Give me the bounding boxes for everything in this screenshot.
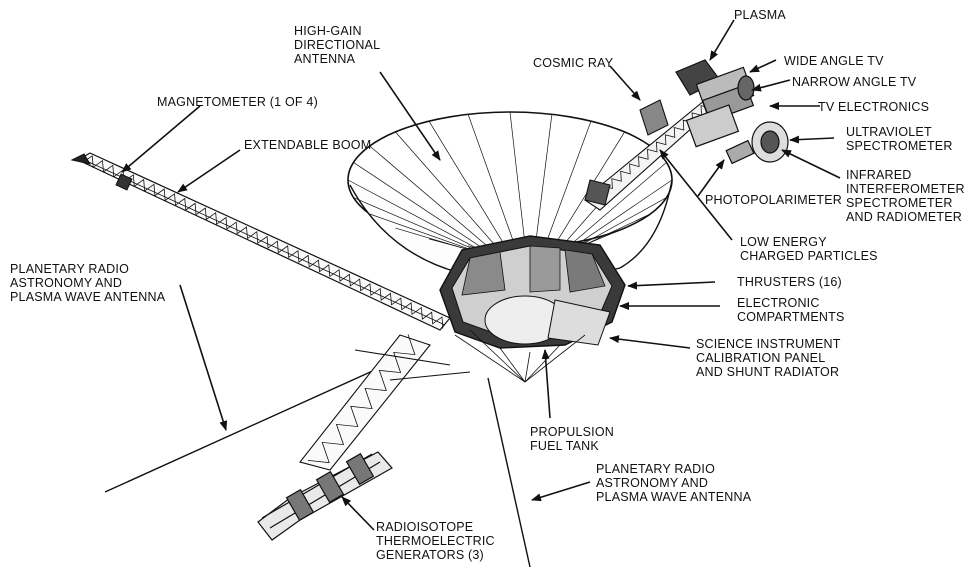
label-line: PLANETARY RADIO [596, 462, 716, 476]
label-line: SCIENCE INSTRUMENT [696, 337, 841, 351]
label-line: RADIOISOTOPE [376, 520, 474, 534]
instrument-cluster [675, 59, 789, 165]
label-line: GENERATORS (3) [376, 548, 484, 562]
label-line: THRUSTERS (16) [737, 275, 842, 289]
label-line: WIDE ANGLE TV [784, 54, 884, 68]
label-line: INTERFEROMETER [846, 182, 965, 196]
label-line: COMPARTMENTS [737, 310, 845, 324]
label-line: SPECTROMETER [846, 139, 953, 153]
label-line: COSMIC RAY [533, 56, 614, 70]
label-narrow-angle-tv: NARROW ANGLE TV [792, 75, 916, 89]
label-line: NARROW ANGLE TV [792, 75, 917, 89]
label-line: CALIBRATION PANEL [696, 351, 826, 365]
radio-antenna-bottom-element [487, 377, 531, 567]
spacecraft-bus [439, 235, 626, 383]
label-line: EXTENDABLE BOOM [244, 138, 372, 152]
label-line: PLANETARY RADIO [10, 262, 130, 276]
magnetometer-boom [70, 152, 451, 331]
rtg-boom [299, 334, 471, 471]
label-line: AND RADIOMETER [846, 210, 963, 224]
label-line: ASTRONOMY AND [10, 276, 123, 290]
label-photopolarimeter: PHOTOPOLARIMETER [705, 193, 842, 207]
leader-lines [121, 19, 841, 531]
label-line: INFRARED [846, 168, 912, 182]
label-line: HIGH-GAIN [294, 24, 362, 38]
label-line: SPECTROMETER [846, 196, 953, 210]
label-line: LOW ENERGY [740, 235, 827, 249]
label-wide-angle-tv: WIDE ANGLE TV [784, 54, 884, 68]
label-line: PROPULSION [530, 425, 614, 439]
label-line: ASTRONOMY AND [596, 476, 709, 490]
label-line: PLASMA WAVE ANTENNA [596, 490, 752, 504]
label-line: TV ELECTRONICS [818, 100, 930, 114]
label-line: PHOTOPOLARIMETER [705, 193, 843, 207]
rtg-generators [257, 451, 393, 541]
label-line: ANTENNA [294, 52, 356, 66]
label-line: CHARGED PARTICLES [740, 249, 878, 263]
label-extendable-boom: EXTENDABLE BOOM [244, 138, 371, 152]
label-thrusters: THRUSTERS (16) [737, 275, 842, 289]
label-line: ULTRAVIOLET [846, 125, 932, 139]
label-magnetometer: MAGNETOMETER (1 OF 4) [157, 95, 318, 109]
label-cosmic-ray: COSMIC RAY [533, 56, 613, 70]
label-line: DIRECTIONAL [294, 38, 381, 52]
label-line: PLASMA [734, 8, 786, 22]
label-line: THERMOELECTRIC [376, 534, 495, 548]
label-plasma: PLASMA [734, 8, 786, 22]
label-line: AND SHUNT RADIATOR [696, 365, 840, 379]
label-line: MAGNETOMETER (1 OF 4) [157, 95, 318, 109]
label-line: PLASMA WAVE ANTENNA [10, 290, 166, 304]
label-line: ELECTRONIC [737, 296, 820, 310]
label-line: FUEL TANK [530, 439, 599, 453]
label-tv-electronics: TV ELECTRONICS [818, 100, 929, 114]
